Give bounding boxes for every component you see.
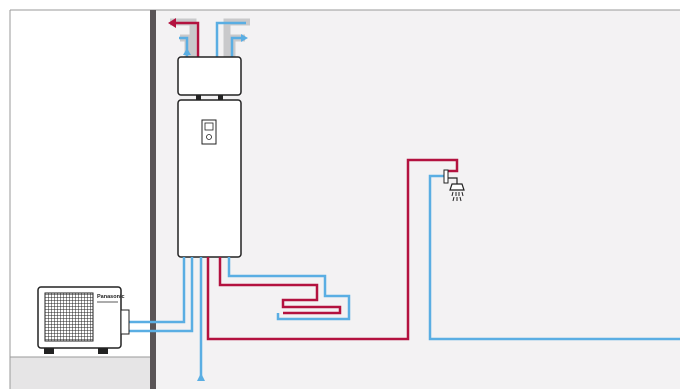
outdoor-air-pipe xyxy=(215,21,246,57)
ventilation-module xyxy=(177,56,242,96)
exhaust-air-pipe xyxy=(174,21,200,57)
flow-arrow-icon xyxy=(197,373,205,381)
outdoor-unit: Panasonic xyxy=(37,286,130,354)
indoor-unit xyxy=(177,56,242,258)
control-panel-icon xyxy=(201,119,217,145)
refrigerant-pipe-outer xyxy=(125,257,194,333)
indoor-room-background xyxy=(156,10,680,389)
shower-head-icon xyxy=(443,169,465,202)
cold-water-tap-pipe xyxy=(428,174,680,341)
air-ducts xyxy=(168,18,250,57)
flow-arrow-icon xyxy=(183,48,191,55)
flow-arrow-icon xyxy=(241,34,248,42)
fan-grille-icon xyxy=(44,292,94,342)
hot-water-supply-pipe xyxy=(206,158,459,341)
flow-arrow-icon xyxy=(168,18,176,28)
outdoor-unit-brand: Panasonic xyxy=(97,294,125,300)
ground-band xyxy=(10,357,150,389)
hot-water-tank xyxy=(177,99,242,258)
refrigerant-pipe-inner xyxy=(125,257,186,324)
exterior-wall xyxy=(150,10,156,389)
pipework xyxy=(125,158,680,381)
floor-heating-supply-pipe xyxy=(218,257,342,315)
floor-heating-return-pipe xyxy=(227,257,351,321)
